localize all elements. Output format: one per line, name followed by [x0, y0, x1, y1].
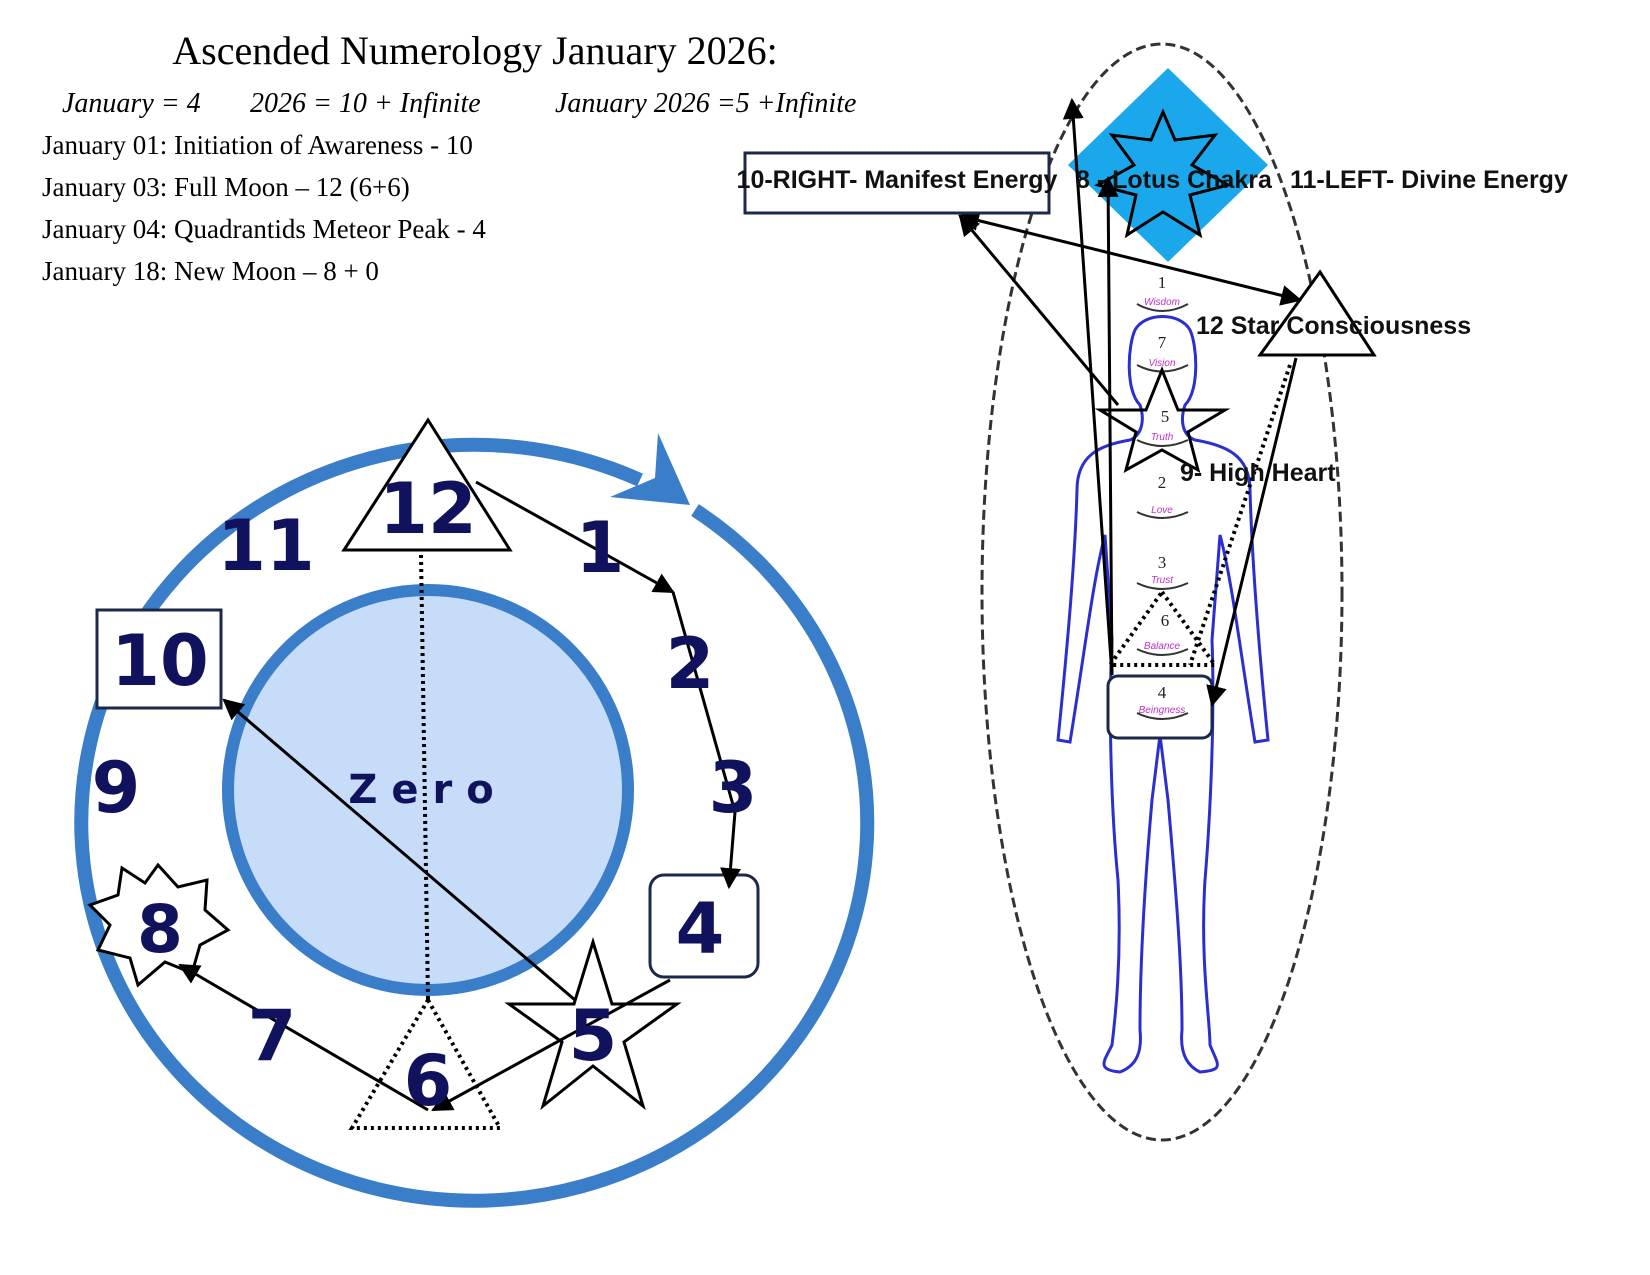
clock-number-11: 11: [217, 505, 314, 587]
chakra-number: 4: [1158, 683, 1167, 702]
clock-number-5: 5: [569, 995, 618, 1077]
chakra-number: 2: [1158, 473, 1167, 492]
manifest-energy-box: [743, 151, 1051, 215]
label-high-heart: 9- High Heart: [1180, 459, 1336, 487]
numerology-wheel: Zero 12 1 2 3 4 5 6 7 8 9 10 1: [74, 417, 875, 1208]
chakra-number: 3: [1158, 553, 1167, 572]
clock-number-9: 9: [92, 747, 141, 829]
chakra-word: Vision: [1148, 358, 1175, 369]
event-line: January 01: Initiation of Awareness - 10: [42, 130, 473, 160]
ring-arrowhead-icon: [610, 433, 690, 505]
clock-number-7: 7: [248, 995, 297, 1077]
label-left-divine: 11-LEFT- Divine Energy: [1290, 166, 1568, 194]
subtitle-january-2026: January 2026 =5 +Infinite: [555, 88, 856, 119]
subtitle-2026: 2026 = 10 + Infinite: [250, 88, 481, 119]
chakra-word: Wisdom: [1144, 297, 1180, 308]
chakra-number: 5: [1161, 407, 1170, 426]
triangle-icon: [341, 417, 513, 552]
chakra-number: 6: [1161, 611, 1170, 630]
square-icon: [95, 608, 223, 710]
throat-star-icon: [1094, 365, 1231, 474]
page-title: Ascended Numerology January 2026:: [172, 28, 777, 73]
clock-number-10: 10: [111, 620, 208, 702]
aura-ellipse: [980, 42, 1344, 1142]
clock-number-8: 8: [137, 891, 183, 968]
clock-number-3: 3: [709, 747, 758, 829]
event-line: January 03: Full Moon – 12 (6+6): [42, 172, 410, 202]
chakra-word: Beingness: [1139, 705, 1186, 716]
dotted-triangle-icon: [1106, 588, 1219, 667]
chakra-word: Balance: [1144, 641, 1181, 652]
label-star-consciousness: 12 Star Consciousness: [1196, 312, 1471, 340]
clock-number-2: 2: [666, 623, 715, 705]
star-icon: [504, 936, 682, 1111]
chakra-number: 1: [1158, 273, 1167, 292]
star-consciousness-triangle-icon: [1257, 269, 1377, 357]
body-chakra-diagram: 1 Wisdom 7 Vision 5 Truth 2 Love 3 Trust…: [737, 42, 1568, 1142]
clock-number-6: 6: [404, 1040, 453, 1122]
clock-number-4: 4: [676, 888, 725, 970]
event-line: January 04: Quadrantids Meteor Peak - 4: [42, 214, 486, 244]
seven-point-star-icon: [87, 862, 231, 988]
zero-label: Zero: [348, 767, 507, 813]
chakra-word: Love: [1151, 505, 1173, 516]
chakra-word: Truth: [1151, 432, 1174, 443]
outer-ring: [74, 437, 875, 1208]
clock-number-12: 12: [379, 468, 476, 550]
rounded-square-icon: [648, 873, 760, 979]
label-right-manifest: 10-RIGHT- Manifest Energy: [737, 166, 1058, 194]
subtitle-january: January = 4: [62, 88, 201, 119]
chakra-word: Trust: [1151, 575, 1174, 586]
clock-number-1: 1: [576, 507, 625, 589]
body-outline: [1056, 315, 1270, 1074]
event-line: January 18: New Moon – 8 + 0: [42, 256, 379, 286]
chakra-number: 7: [1158, 333, 1167, 352]
label-lotus-chakra: 8 - Lotus Chakra: [1076, 166, 1273, 194]
